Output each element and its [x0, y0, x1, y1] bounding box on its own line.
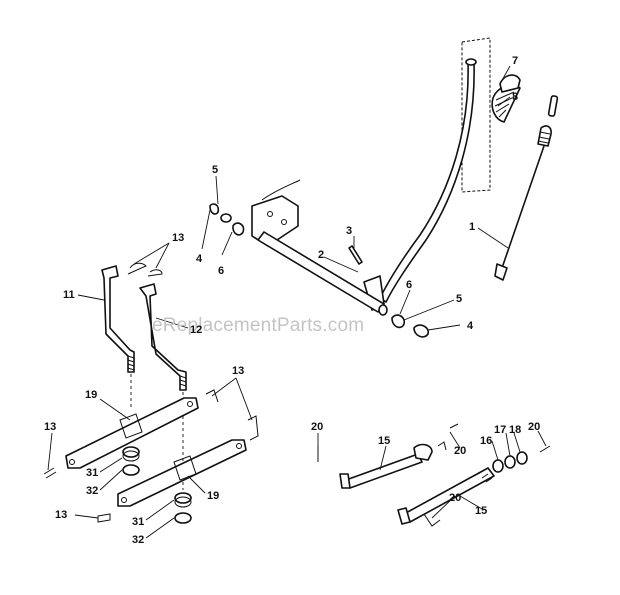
shaft-end: [378, 304, 388, 316]
arm-hole: [236, 443, 242, 449]
nut: [516, 451, 528, 465]
rod-thread: [477, 469, 493, 483]
adjustment-rod: [501, 145, 545, 269]
callout-8: 8: [512, 91, 518, 103]
bushing-left-2: [232, 222, 245, 236]
arm-hole: [187, 401, 193, 407]
callout-4: 4: [467, 320, 474, 332]
linkage-rods: [317, 423, 551, 527]
callout-4: 4: [196, 253, 203, 265]
adjustment-rod-assembly: [494, 95, 559, 281]
callout-12: 12: [190, 324, 202, 336]
clip: [539, 445, 551, 453]
clip: [437, 441, 447, 451]
callout-32: 32: [86, 485, 98, 497]
lift-handle: [379, 61, 475, 303]
rod-bend: [339, 473, 351, 489]
clip: [423, 513, 441, 527]
plate-hole: [281, 219, 287, 225]
handle-tip: [465, 58, 477, 66]
nut-lower: [174, 512, 192, 524]
callout-2: 2: [318, 249, 324, 261]
callout-18: 18: [509, 424, 521, 436]
cotter-pin: [348, 245, 363, 265]
arm-boss: [173, 455, 197, 481]
linkage-rod-upper: [345, 453, 423, 489]
callout-1: 1: [469, 221, 475, 233]
rod-yoke: [413, 443, 433, 461]
lift-link-right: [139, 283, 187, 391]
callout-16: 16: [480, 435, 492, 447]
callout-13: 13: [44, 421, 56, 433]
hairpin-clip: [147, 269, 163, 277]
rod-spring: [537, 125, 552, 147]
link-thread: [179, 375, 187, 387]
spring-lower: [174, 492, 192, 504]
lift-link-left: [101, 265, 135, 373]
lift-arm-lower: [117, 439, 247, 507]
callout-7: 7: [512, 55, 518, 67]
callout-20: 20: [454, 445, 466, 457]
callout-20: 20: [311, 421, 323, 433]
hairpin-clip: [43, 467, 57, 479]
hairpin-clip: [247, 415, 259, 441]
frame-edge: [261, 179, 301, 201]
grip-sleeve-outline: [461, 37, 491, 193]
clip: [449, 423, 459, 429]
rod-end: [494, 263, 508, 281]
arm-hole: [121, 497, 127, 503]
callout-6: 6: [218, 265, 224, 277]
callout-31: 31: [86, 467, 98, 479]
callout-15: 15: [475, 505, 487, 517]
nut-upper: [122, 464, 140, 476]
arm-hole: [69, 459, 75, 465]
leader-lines: [47, 65, 547, 539]
plate-hole: [267, 211, 273, 217]
callout-11: 11: [63, 289, 75, 301]
callout-13: 13: [55, 509, 67, 521]
spring-coils: [537, 131, 551, 144]
link-thread: [127, 355, 135, 371]
bushing-right: [391, 314, 406, 329]
callout-31: 31: [132, 516, 144, 528]
callout-6: 6: [406, 279, 412, 291]
cross-shaft-assembly: [209, 179, 429, 338]
lift-links: [101, 262, 187, 391]
callout-15: 15: [378, 435, 390, 447]
callout-5: 5: [212, 164, 218, 176]
spring-coil: [174, 496, 192, 508]
washer-right: [413, 324, 429, 338]
hairpin-clip: [97, 513, 111, 523]
callout-19: 19: [85, 389, 97, 401]
washer-left: [220, 213, 232, 223]
lift-arms: [43, 374, 259, 524]
callout-17: 17: [494, 424, 506, 436]
spring-upper: [122, 446, 140, 458]
callout-20: 20: [528, 421, 540, 433]
bushing-left: [209, 203, 220, 215]
callout-13: 13: [232, 365, 244, 377]
spacer: [504, 455, 516, 469]
rod-knob: [547, 95, 559, 117]
callout-13: 13: [172, 232, 184, 244]
lift-arm-upper: [65, 397, 199, 469]
callout-19: 19: [207, 490, 219, 502]
callout-20: 20: [449, 492, 461, 504]
spring-coil: [122, 450, 140, 462]
callout-numbers: 1 2 3 4 4 5 5 6 6 7 8 11 12 13 13 13 13 …: [44, 55, 540, 546]
washer: [492, 459, 504, 473]
callout-32: 32: [132, 534, 144, 546]
hairpin-clip: [127, 262, 147, 275]
rod-bend: [397, 507, 411, 525]
cross-shaft: [257, 231, 385, 313]
hairpin-clip: [205, 389, 219, 403]
callout-3: 3: [346, 225, 352, 237]
arm-boss: [119, 413, 143, 439]
watermark: eReplacementParts.com: [152, 315, 364, 336]
hand-grip: [491, 84, 521, 123]
callout-5: 5: [456, 293, 462, 305]
